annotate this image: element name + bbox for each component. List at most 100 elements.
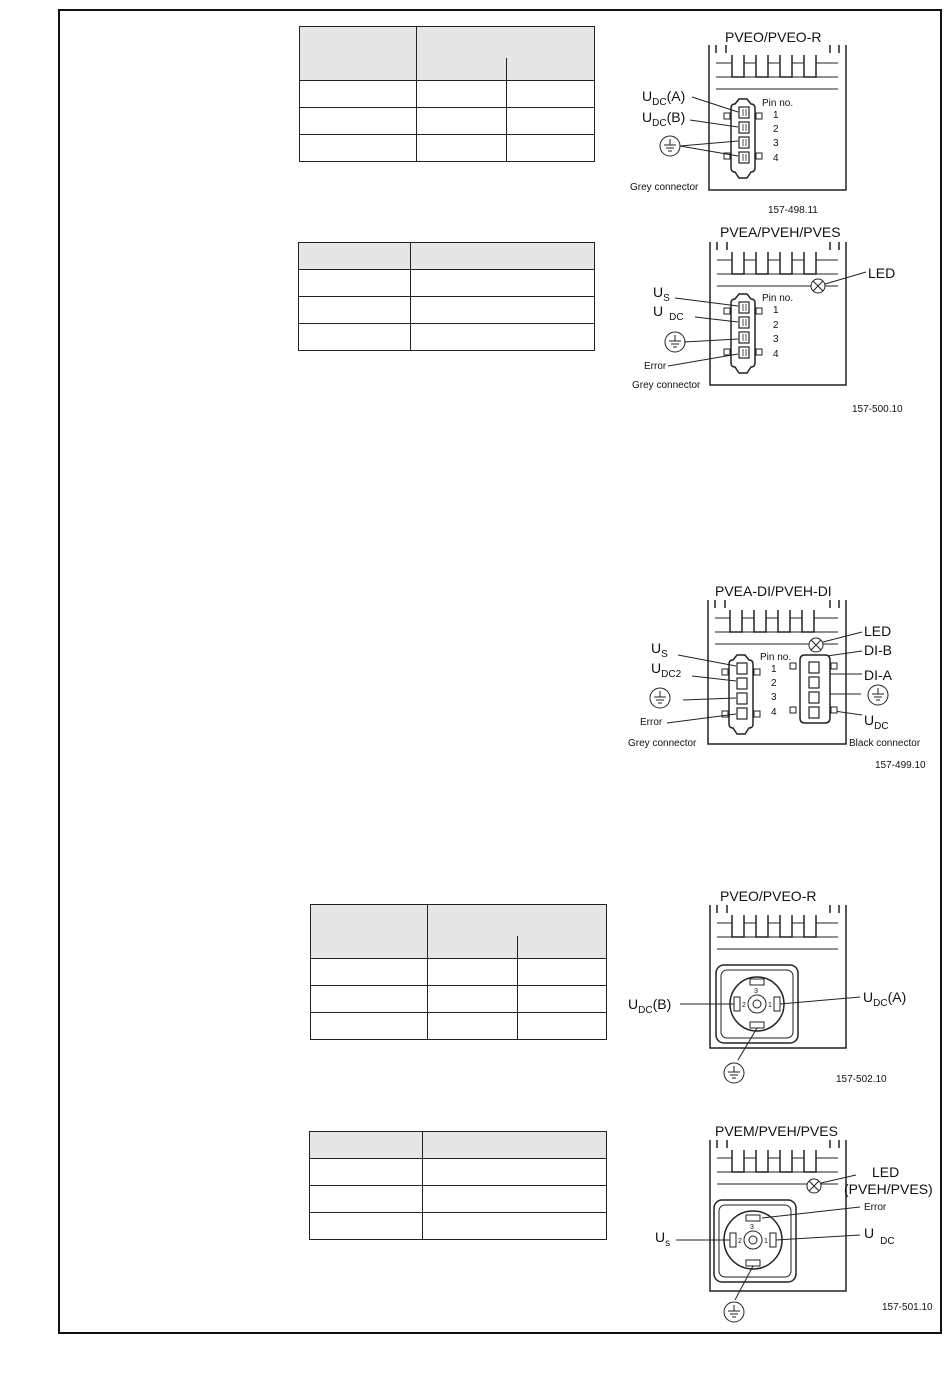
table-cell <box>410 296 595 324</box>
ground-icon <box>723 1062 745 1084</box>
label-udc-a: U <box>863 989 873 1005</box>
table-cell <box>506 80 595 108</box>
label-udc: U <box>864 1225 874 1241</box>
svg-text:US: US <box>653 284 670 304</box>
error-label: Error <box>644 361 667 372</box>
label-us: U <box>653 284 663 300</box>
table-cell <box>517 1012 607 1040</box>
error-label: Error <box>864 1202 887 1213</box>
ground-icon <box>649 687 671 709</box>
table-header-cell <box>427 904 607 959</box>
label-us: U <box>655 1229 665 1245</box>
pin-table-3 <box>310 904 607 1040</box>
pin-number: 4 <box>771 707 777 718</box>
di-a-label: DI-A <box>864 667 893 683</box>
diagram-title: PVEO/PVEO-R <box>725 29 821 45</box>
ground-icon <box>659 135 681 157</box>
svg-text:UDC(B): UDC(B) <box>628 996 671 1016</box>
led-note: (PVEH/PVES) <box>844 1181 933 1197</box>
pin-number: 1 <box>773 110 779 121</box>
di-b-label: DI-B <box>864 642 892 658</box>
pin-number: 3 <box>773 334 779 345</box>
plug-number: 2 <box>742 1002 746 1009</box>
figure-code: 157-502.10 <box>836 1074 887 1085</box>
label-subscript: DC <box>669 312 683 323</box>
table-cell <box>506 134 595 162</box>
table-header-cell <box>309 1131 423 1159</box>
label-subscript: S <box>661 649 668 660</box>
led-label: LED <box>864 623 891 639</box>
pin-number: 2 <box>773 320 779 331</box>
pin-label: Pin no. <box>762 98 793 109</box>
svg-text:UDC(B): UDC(B) <box>642 109 685 129</box>
diagram-pvea-di-pveh-di: PVEA-DI/PVEH-DI LED DI-B DI-A UDC Pin no… <box>628 583 926 771</box>
label-subscript: DC2 <box>661 669 681 680</box>
ground-icon <box>723 1301 745 1323</box>
table-header-cell <box>410 242 595 270</box>
pin-label: Pin no. <box>762 293 793 304</box>
diagram-title: PVEA-DI/PVEH-DI <box>715 583 832 599</box>
table-header-cell <box>310 904 428 959</box>
label-subscript: DC <box>652 118 666 129</box>
pin-number: 2 <box>771 678 777 689</box>
label-udc-b: U <box>628 996 638 1012</box>
label-udc: U <box>653 303 663 319</box>
diagram-pvem-pveh-pves: PVEM/PVEH/PVES LED (PVEH/PVES) Error 3 2… <box>655 1123 933 1323</box>
label-suffix: (B) <box>667 109 686 125</box>
table-cell <box>427 1012 518 1040</box>
pin-number: 4 <box>773 153 779 164</box>
connector-label: Grey connector <box>632 380 701 391</box>
table-cell <box>310 1012 428 1040</box>
pin-number: 4 <box>773 349 779 360</box>
table-cell <box>310 958 428 986</box>
table-header-cell <box>416 26 595 81</box>
label-suffix: (B) <box>653 996 672 1012</box>
pin-number: 3 <box>771 692 777 703</box>
table-cell <box>309 1212 423 1240</box>
svg-text:UDC(A): UDC(A) <box>642 88 685 108</box>
led-label: LED <box>872 1164 899 1180</box>
label-subscript: DC <box>652 97 666 108</box>
table-cell <box>506 107 595 135</box>
table-cell <box>298 269 411 297</box>
pin-number: 2 <box>773 124 779 135</box>
table-cell <box>517 985 607 1013</box>
diagram-title: PVEM/PVEH/PVES <box>715 1123 838 1139</box>
page-frame <box>58 9 942 1334</box>
ground-icon <box>867 684 889 706</box>
diagram-pveo-4pin: PVEO/PVEO-R Pin no. 1 2 3 4 UDC(A) UDC(B… <box>630 29 847 216</box>
svg-text:Us: Us <box>655 1229 670 1249</box>
svg-text:UDC2: UDC2 <box>651 660 682 680</box>
pin-table-1 <box>299 26 595 162</box>
pin-number: 1 <box>771 664 777 675</box>
table-cell <box>298 296 411 324</box>
table-cell <box>427 958 518 986</box>
error-label: Error <box>640 717 663 728</box>
table-cell <box>309 1185 423 1213</box>
figure-code: 157-501.10 <box>882 1302 933 1313</box>
label-suffix: (A) <box>888 989 907 1005</box>
table-cell <box>410 323 595 351</box>
diagram-pveo-round: PVEO/PVEO-R 3 2 1 UDC(B) UDC(A) 157-502.… <box>628 888 906 1085</box>
table-cell <box>410 269 595 297</box>
table-cell <box>299 80 417 108</box>
plug-number: 1 <box>768 1002 772 1009</box>
label-subscript: S <box>663 293 670 304</box>
table-cell <box>299 134 417 162</box>
svg-text:US: US <box>651 640 668 660</box>
led-icon <box>808 637 824 653</box>
svg-text:UDC(A): UDC(A) <box>863 989 906 1009</box>
svg-text:UDC: UDC <box>864 712 889 732</box>
label-subscript: s <box>665 1238 670 1249</box>
table-header-cell <box>298 242 411 270</box>
label-udc-b: U <box>642 109 652 125</box>
table-cell <box>422 1158 607 1186</box>
table-cell <box>298 323 411 351</box>
led-icon <box>806 1178 822 1194</box>
pin-table-2 <box>298 242 595 351</box>
pin-label: Pin no. <box>760 652 791 663</box>
label-suffix: (A) <box>667 88 686 104</box>
table-cell <box>416 134 507 162</box>
figure-code: 157-500.10 <box>852 404 903 415</box>
